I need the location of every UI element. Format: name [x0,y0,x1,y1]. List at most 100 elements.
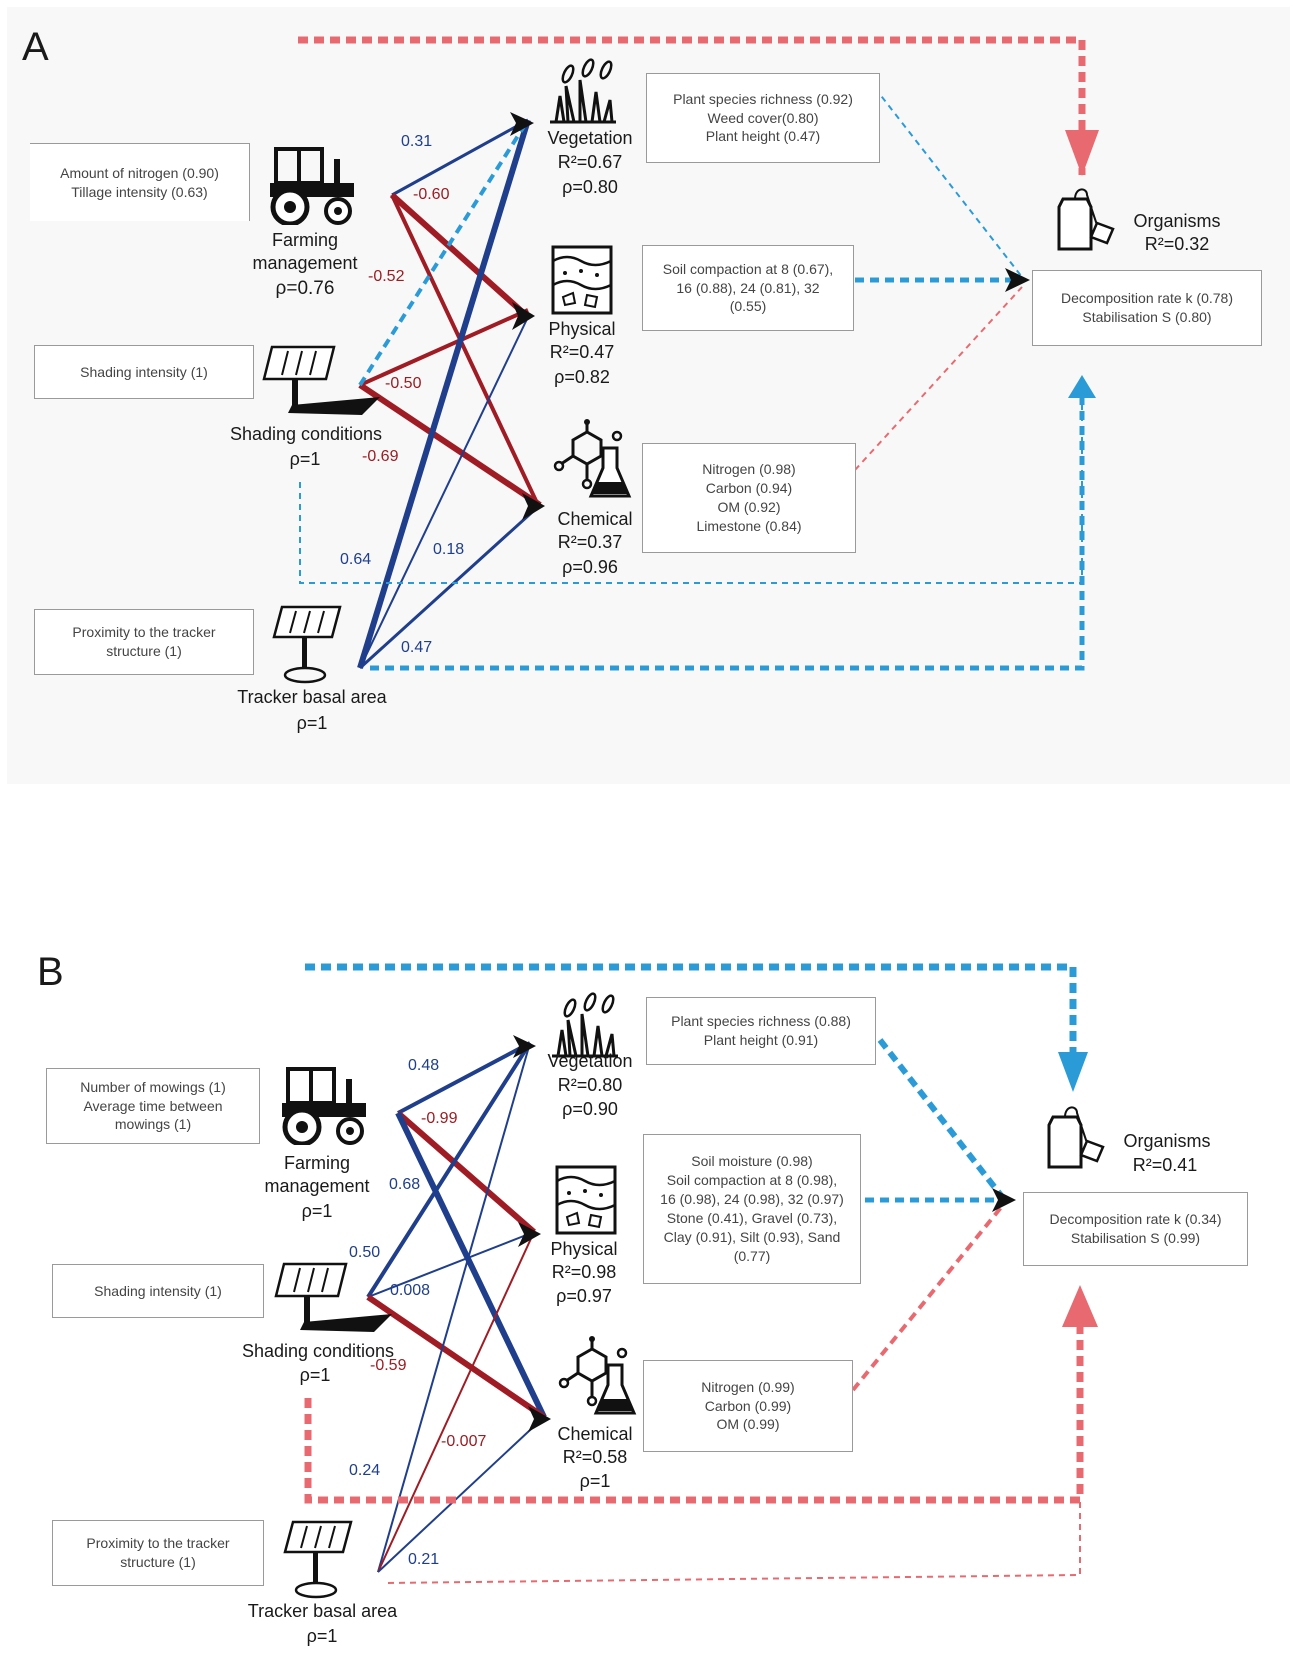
panel-b-paths [304,963,1098,1584]
path-a-track-phys [359,316,529,669]
panel-a-label: A [22,25,49,69]
node-b-tracker-rho: ρ=1 [306,1626,338,1646]
path-a-veg-org-dashed [874,87,1023,278]
node-a-tracker-name: Tracker basal area [237,687,387,707]
node-a-shading-name: Shading conditions [229,424,383,444]
coef-a-track-chem: 0.18 [433,541,465,558]
node-a-phys-rho: ρ=0.82 [554,367,610,387]
arrowhead-a-org [1005,268,1030,292]
arrowhead-a-veg [510,112,534,136]
path-a-track-org-dashed [370,390,1085,671]
node-a-org-name: Organisms [1133,211,1221,231]
coef-a-shade-chem: -0.69 [362,448,399,465]
path-a-chem-org-dashed [854,286,1023,471]
coef-a-farm-veg: 0.31 [401,133,433,150]
node-a-org-r2: R²=0.32 [1144,234,1210,254]
path-b-track-veg [377,1042,531,1573]
box-a-vegetation-indicators: Plant species richness (0.92) Weed cover… [646,73,880,163]
path-a-farm-chem [390,194,540,506]
node-b-shading-rho: ρ=1 [299,1365,331,1385]
node-a-veg-rho: ρ=0.80 [562,177,618,197]
chemistry-icon [553,419,632,498]
node-a-chem-name: Chemical [557,509,633,529]
node-b-chem-name: Chemical [557,1424,633,1444]
node-a-farming-rho: ρ=0.76 [275,278,335,299]
path-b-track-phys [377,1231,535,1573]
coef-a-farm-phys: -0.60 [413,186,450,203]
path-b-farm-phys [396,1110,536,1235]
box-b-physical-indicators: Soil moisture (0.98) Soil compaction at … [643,1134,861,1284]
path-a-track-chem [358,503,542,670]
node-a-shading-rho: ρ=1 [289,449,321,469]
box-b-farming-indicators: Number of mowings (1) Average time betwe… [46,1068,260,1144]
node-b-veg-r2: R²=0.80 [557,1075,623,1095]
box-a-physical-indicators: Soil compaction at 8 (0.67), 16 (0.88), … [642,245,854,331]
coef-b-shade-phys: 0.008 [390,1282,431,1299]
chemistry-icon [558,1336,637,1415]
box-b-chemical-indicators: Nitrogen (0.99) Carbon (0.99) OM (0.99) [643,1360,853,1452]
node-a-phys-r2: R²=0.47 [549,342,615,362]
soil-physical-icon [551,245,613,315]
path-b-track-chem [377,1416,545,1573]
path-b-farm-veg [397,1041,531,1115]
arrowhead-b-top [1058,1052,1088,1092]
path-b-farm-chem [395,1111,547,1419]
path-a-shade-phys [359,308,529,387]
coef-a-track-veg: 0.64 [340,551,372,568]
box-a-farming-indicators: Amount of nitrogen (0.90) Tillage intens… [30,143,250,221]
arrowhead-b-bottom [1062,1285,1098,1327]
path-b-track-org-dashed [387,1500,1081,1584]
arrowhead-a-phys [512,302,535,330]
tracker-icon [283,1520,353,1599]
node-b-farming-name: Farming management [264,1153,370,1197]
node-b-phys-name: Physical [550,1239,618,1259]
path-b-shade-chem [366,1294,546,1420]
node-b-chem-rho: ρ=1 [579,1471,611,1491]
node-a-chem-r2: R²=0.37 [557,532,623,552]
node-b-org-r2: R²=0.41 [1132,1155,1198,1175]
tracker-icon [272,605,342,684]
coef-b-shade-veg: 0.50 [349,1244,381,1261]
path-b-shade-veg [366,1041,532,1299]
coef-a-shade-phys: -0.50 [385,375,422,392]
node-a-phys-name: Physical [548,319,616,339]
node-a-veg-name: Vegetation [547,128,633,148]
arrowhead-b-phys [518,1222,541,1247]
path-b-veg-org-dashed [877,1038,1006,1200]
path-a-shade-chem [358,382,542,508]
node-a-chem-rho: ρ=0.96 [562,557,618,577]
path-b-shade-org-dashed [304,1310,1084,1504]
box-b-organisms-indicators: Decomposition rate k (0.34) Stabilisatio… [1023,1192,1248,1266]
box-a-proximity-indicators: Proximity to the tracker structure (1) [34,609,254,675]
coef-b-farm-phys: -0.99 [421,1110,458,1127]
box-b-vegetation-indicators: Plant species richness (0.88) Plant heig… [646,997,876,1065]
node-b-org-name: Organisms [1123,1131,1211,1151]
box-a-chemical-indicators: Nitrogen (0.98) Carbon (0.94) OM (0.92) … [642,443,856,553]
coef-b-farm-veg: 0.48 [408,1057,440,1074]
vegetation-icon [550,58,616,124]
tea-bag-icon [1057,188,1115,251]
tea-bag-icon [1047,1106,1105,1169]
path-a-farm-phys [389,192,531,320]
coef-b-track-chem: 0.21 [408,1551,440,1568]
node-b-phys-rho: ρ=0.97 [556,1286,612,1306]
path-b-farm-org-dashed [305,963,1077,1065]
path-b-chem-org-dashed [851,1203,1005,1392]
arrowhead-a-chem [522,493,545,520]
panel-a-paths [298,36,1099,671]
node-b-farming-rho: ρ=1 [301,1201,333,1221]
vegetation-icon [552,992,618,1058]
coef-b-farm-chem: 0.68 [389,1176,421,1193]
arrowhead-a-top [1065,130,1099,176]
solar-panel-shading-icon [274,1262,392,1332]
path-a-shade-veg-dashed [358,118,530,387]
node-b-phys-r2: R²=0.98 [551,1262,617,1282]
path-b-shade-phys [367,1231,535,1298]
box-a-shading-indicators: Shading intensity (1) [34,345,254,399]
arrowhead-a-bottom [1068,375,1096,398]
node-b-tracker-name: Tracker basal area [247,1601,398,1621]
node-a-tracker-rho: ρ=1 [296,713,328,733]
box-b-shading-indicators: Shading intensity (1) [52,1264,264,1318]
node-b-veg-rho: ρ=0.90 [562,1099,618,1119]
